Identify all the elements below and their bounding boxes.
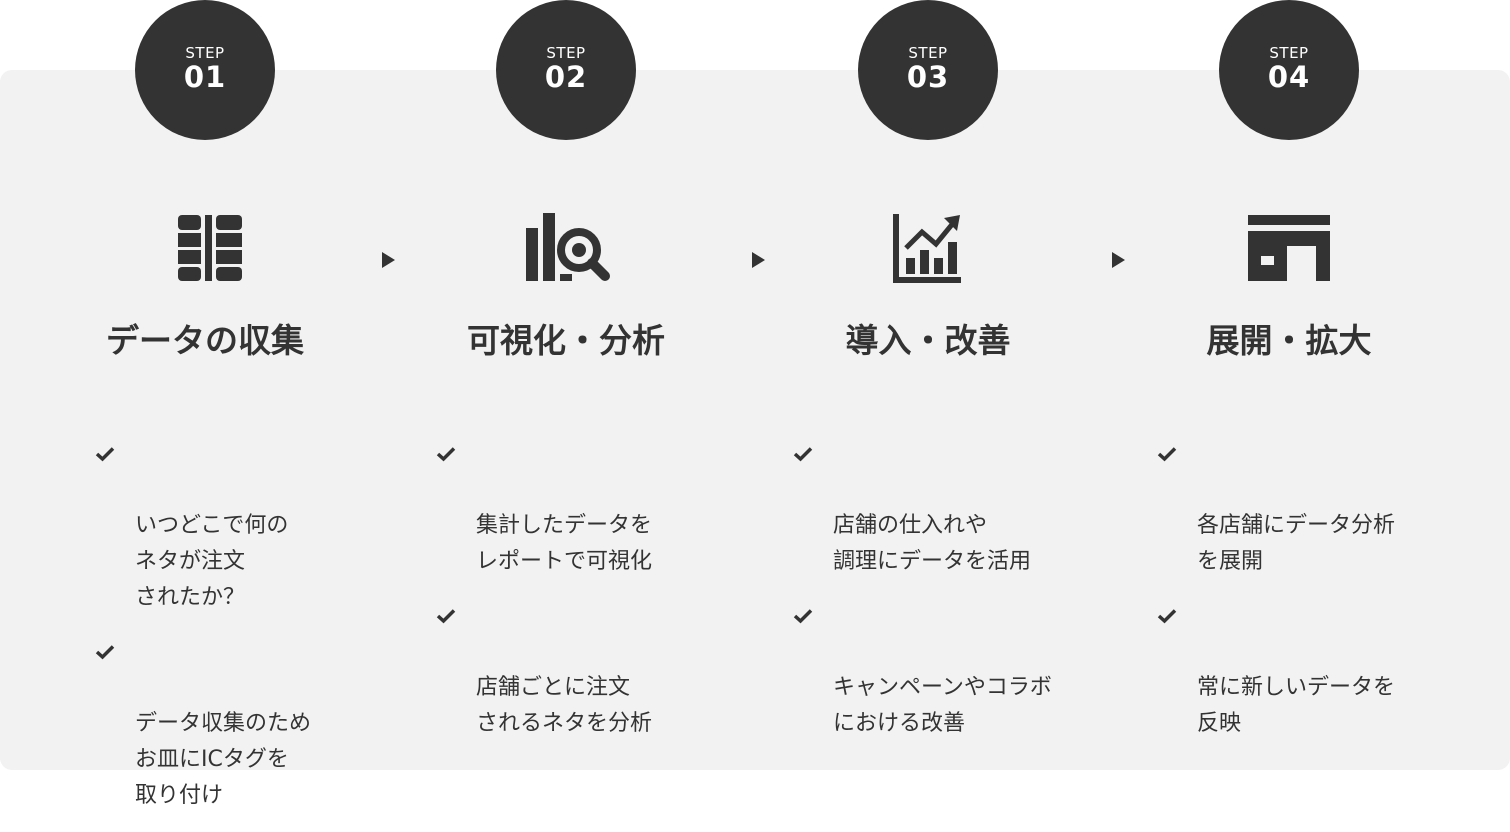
list-item-text: キャンペーンやコラボ における改善 (833, 675, 1052, 736)
step-3: STEP 03 導入・改善 店舗の仕入れや 調理にデータを活用 キャンペーンやコ… (748, 0, 1108, 770)
step-number: 01 (183, 60, 227, 94)
check-icon (95, 447, 115, 462)
step-items: 店舗の仕入れや 調理にデータを活用 キャンペーンやコラボ における改善 (793, 436, 1083, 760)
step-items: 各店舗にデータ分析 を展開 常に新しいデータを 反映 (1157, 436, 1447, 760)
arrow-right-icon (382, 252, 395, 268)
database-icon (178, 215, 242, 281)
list-item-text: データ収集のため お皿にICタグを 取り付け (135, 711, 312, 808)
step-badge: STEP 01 (135, 0, 275, 140)
store-icon (1248, 215, 1330, 281)
step-badge: STEP 03 (858, 0, 998, 140)
step-1: STEP 01 データの収集 いつどこで何の ネタが注文 されたか？ データ収集… (25, 0, 385, 808)
step-badge: STEP 04 (1219, 0, 1359, 140)
step-number: 03 (906, 60, 950, 94)
list-item-text: 店舗の仕入れや 調理にデータを活用 (833, 513, 1032, 574)
list-item-text: 集計したデータを レポートで可視化 (476, 513, 653, 574)
step-title: 展開・拡大 (1206, 321, 1372, 360)
check-icon (436, 447, 456, 462)
step-number: 02 (544, 60, 588, 94)
list-item: いつどこで何の ネタが注文 されたか？ (95, 436, 355, 616)
step-label: STEP (908, 44, 948, 62)
check-icon (436, 609, 456, 624)
list-item: 店舗の仕入れや 調理にデータを活用 (793, 436, 1083, 580)
step-title: 導入・改善 (845, 321, 1011, 360)
check-icon (1157, 447, 1177, 462)
step-number: 04 (1267, 60, 1311, 94)
list-item-text: 各店舗にデータ分析 を展開 (1197, 513, 1396, 574)
list-item: 各店舗にデータ分析 を展開 (1157, 436, 1447, 580)
list-item: 集計したデータを レポートで可視化 (436, 436, 696, 580)
step-2: STEP 02 可視化・分析 集計したデータを レポートで可視化 店舗ごとに注文… (386, 0, 746, 770)
flow-panel (0, 70, 1510, 770)
check-icon (793, 609, 813, 624)
list-item-text: 常に新しいデータを 反映 (1197, 675, 1396, 736)
arrow-right-icon (752, 252, 765, 268)
list-item: データ収集のため お皿にICタグを 取り付け (95, 634, 355, 814)
step-badge: STEP 02 (496, 0, 636, 140)
arrow-right-icon (1112, 252, 1125, 268)
step-title: データの収集 (106, 321, 304, 360)
check-icon (793, 447, 813, 462)
list-item-text: 店舗ごとに注文 されるネタを分析 (476, 675, 653, 736)
step-label: STEP (546, 44, 586, 62)
step-4: STEP 04 展開・拡大 各店舗にデータ分析 を展開 常に新しいデータを 反映 (1109, 0, 1469, 770)
check-icon (95, 645, 115, 660)
step-items: いつどこで何の ネタが注文 されたか？ データ収集のため お皿にICタグを 取り… (95, 436, 355, 832)
list-item-text: いつどこで何の ネタが注文 されたか？ (135, 513, 289, 610)
chart-search-icon (526, 213, 610, 281)
check-icon (1157, 609, 1177, 624)
list-item: 店舗ごとに注文 されるネタを分析 (436, 598, 696, 742)
list-item: 常に新しいデータを 反映 (1157, 598, 1447, 742)
growth-chart-icon (893, 214, 961, 283)
step-label: STEP (185, 44, 225, 62)
step-title: 可視化・分析 (467, 321, 665, 360)
step-items: 集計したデータを レポートで可視化 店舗ごとに注文 されるネタを分析 (436, 436, 696, 760)
list-item: キャンペーンやコラボ における改善 (793, 598, 1083, 742)
step-label: STEP (1269, 44, 1309, 62)
